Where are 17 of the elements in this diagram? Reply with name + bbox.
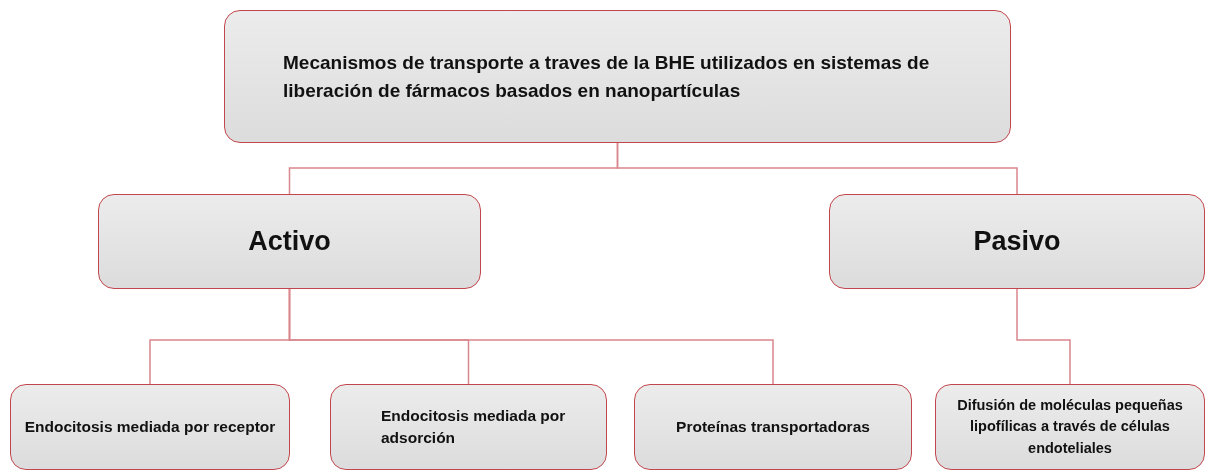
- rounded-box: [829, 194, 1205, 289]
- connector-line: [1016, 288, 1071, 385]
- connector-line: [288, 288, 774, 385]
- box-text: Mecanismos de transporte a traves de la BHE utilizados en sistemas de liberación de fármacos basados en nanopartículas: [283, 50, 931, 103]
- rounded-box: [10, 384, 290, 470]
- box-text: Difusión de moléculas pequeñas lipofílicas a través de células endoteliales: [956, 396, 1184, 458]
- box-text: Endocitosis mediada por receptor: [24, 416, 276, 437]
- box-text: Endocitosis mediada por adsorción: [381, 405, 567, 448]
- rounded-box: [634, 384, 912, 470]
- box-text: Proteínas transportadoras: [676, 416, 870, 437]
- connector-line: [616, 142, 1018, 195]
- box-text: Activo: [248, 224, 331, 258]
- rounded-box: [330, 384, 607, 470]
- box-text: Pasivo: [973, 224, 1061, 258]
- rounded-box: [224, 10, 1011, 143]
- rounded-box: [98, 194, 481, 289]
- rounded-box: [935, 384, 1205, 470]
